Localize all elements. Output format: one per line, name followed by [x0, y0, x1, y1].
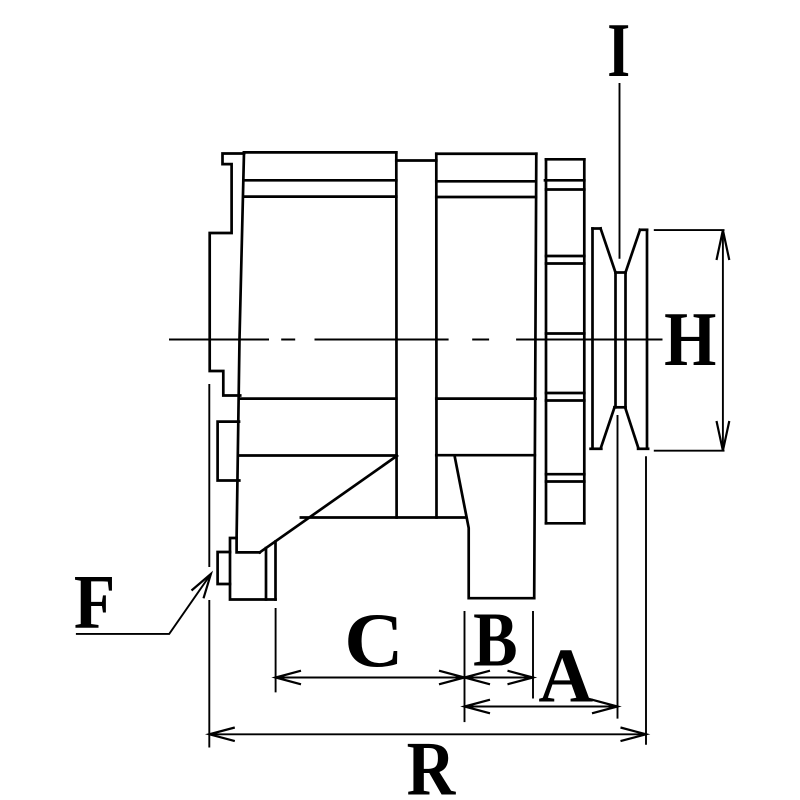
svg-text:A: A: [538, 633, 593, 719]
svg-text:I: I: [607, 7, 630, 92]
svg-text:R: R: [407, 726, 456, 800]
svg-text:F: F: [74, 559, 115, 645]
svg-text:H: H: [664, 297, 716, 382]
svg-text:B: B: [473, 597, 517, 683]
svg-text:C: C: [344, 598, 403, 683]
